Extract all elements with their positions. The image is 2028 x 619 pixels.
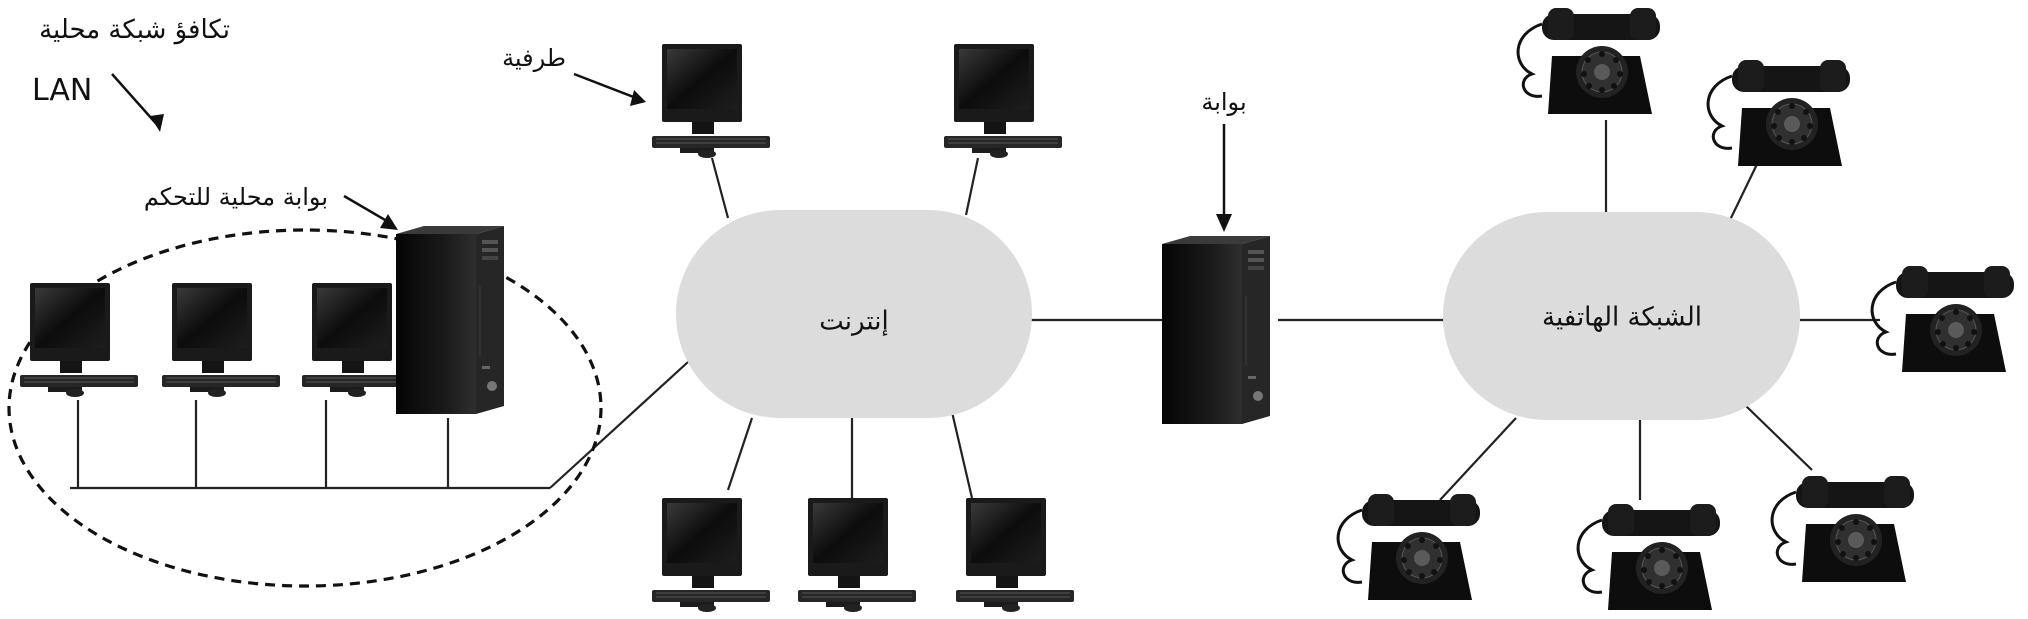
local-control-gateway-annotation: بوابة محلية للتحكم xyxy=(144,183,398,230)
local-gateway-arrow xyxy=(343,194,393,226)
computer-terminal-icon xyxy=(161,282,281,398)
telephone-network-label: الشبكة الهاتفية xyxy=(1542,303,1702,333)
terminal-link-line xyxy=(964,157,980,216)
telephone-network-cloud: الشبكة الهاتفية xyxy=(1443,212,1800,420)
server-tower-icon xyxy=(1161,235,1271,425)
phone-link-line xyxy=(1439,417,1517,501)
lan-boundary xyxy=(7,228,603,588)
internet-cloud: إنترنت xyxy=(676,210,1032,418)
computer-terminal-icon xyxy=(19,282,139,398)
computer-terminal-icon xyxy=(797,497,917,613)
server-tower-icon xyxy=(395,225,505,415)
terminal-link-line xyxy=(710,157,730,219)
rotary-telephone-icon xyxy=(1336,492,1482,602)
computer-terminal-icon xyxy=(943,43,1063,159)
rotary-telephone-icon xyxy=(1516,6,1662,116)
terminal-link-line xyxy=(726,417,754,491)
internet-label: إنترنت xyxy=(819,307,888,337)
rotary-telephone-icon xyxy=(1770,474,1916,584)
local-control-gateway-label: بوابة محلية للتحكم xyxy=(144,183,328,211)
computer-terminal-icon xyxy=(651,43,771,159)
internet-cloud-shape xyxy=(676,210,1032,418)
terminal-label: طرفية xyxy=(502,44,566,72)
terminal-link-line xyxy=(950,411,974,499)
arrowhead-icon xyxy=(380,214,398,230)
gateway-annotation: بوابة xyxy=(1201,88,1247,232)
computer-terminal-icon xyxy=(651,497,771,613)
arrowhead-icon xyxy=(150,114,164,132)
gateway-label: بوابة xyxy=(1201,88,1246,116)
lan-equivalent-label: تكافؤ شبكة محلية xyxy=(39,15,230,45)
rotary-telephone-icon xyxy=(1576,502,1722,612)
rotary-telephone-icon xyxy=(1706,58,1852,168)
rotary-telephone-icon xyxy=(1870,264,2016,374)
terminal-annotation: طرفية xyxy=(502,44,646,106)
telephone-network-cloud-shape xyxy=(1443,212,1800,420)
lan-to-internet-line xyxy=(549,361,689,489)
connections xyxy=(70,120,1880,501)
terminal-arrow xyxy=(573,72,637,100)
arrowhead-icon xyxy=(1216,214,1232,232)
lan-label: LAN xyxy=(32,73,92,108)
lan-annotation: تكافؤ شبكة محلية LAN xyxy=(32,15,230,132)
phone-link-line xyxy=(1729,157,1761,221)
computer-terminal-icon xyxy=(955,497,1075,613)
phone-link-line xyxy=(1745,405,1813,471)
arrowhead-icon xyxy=(630,90,646,106)
